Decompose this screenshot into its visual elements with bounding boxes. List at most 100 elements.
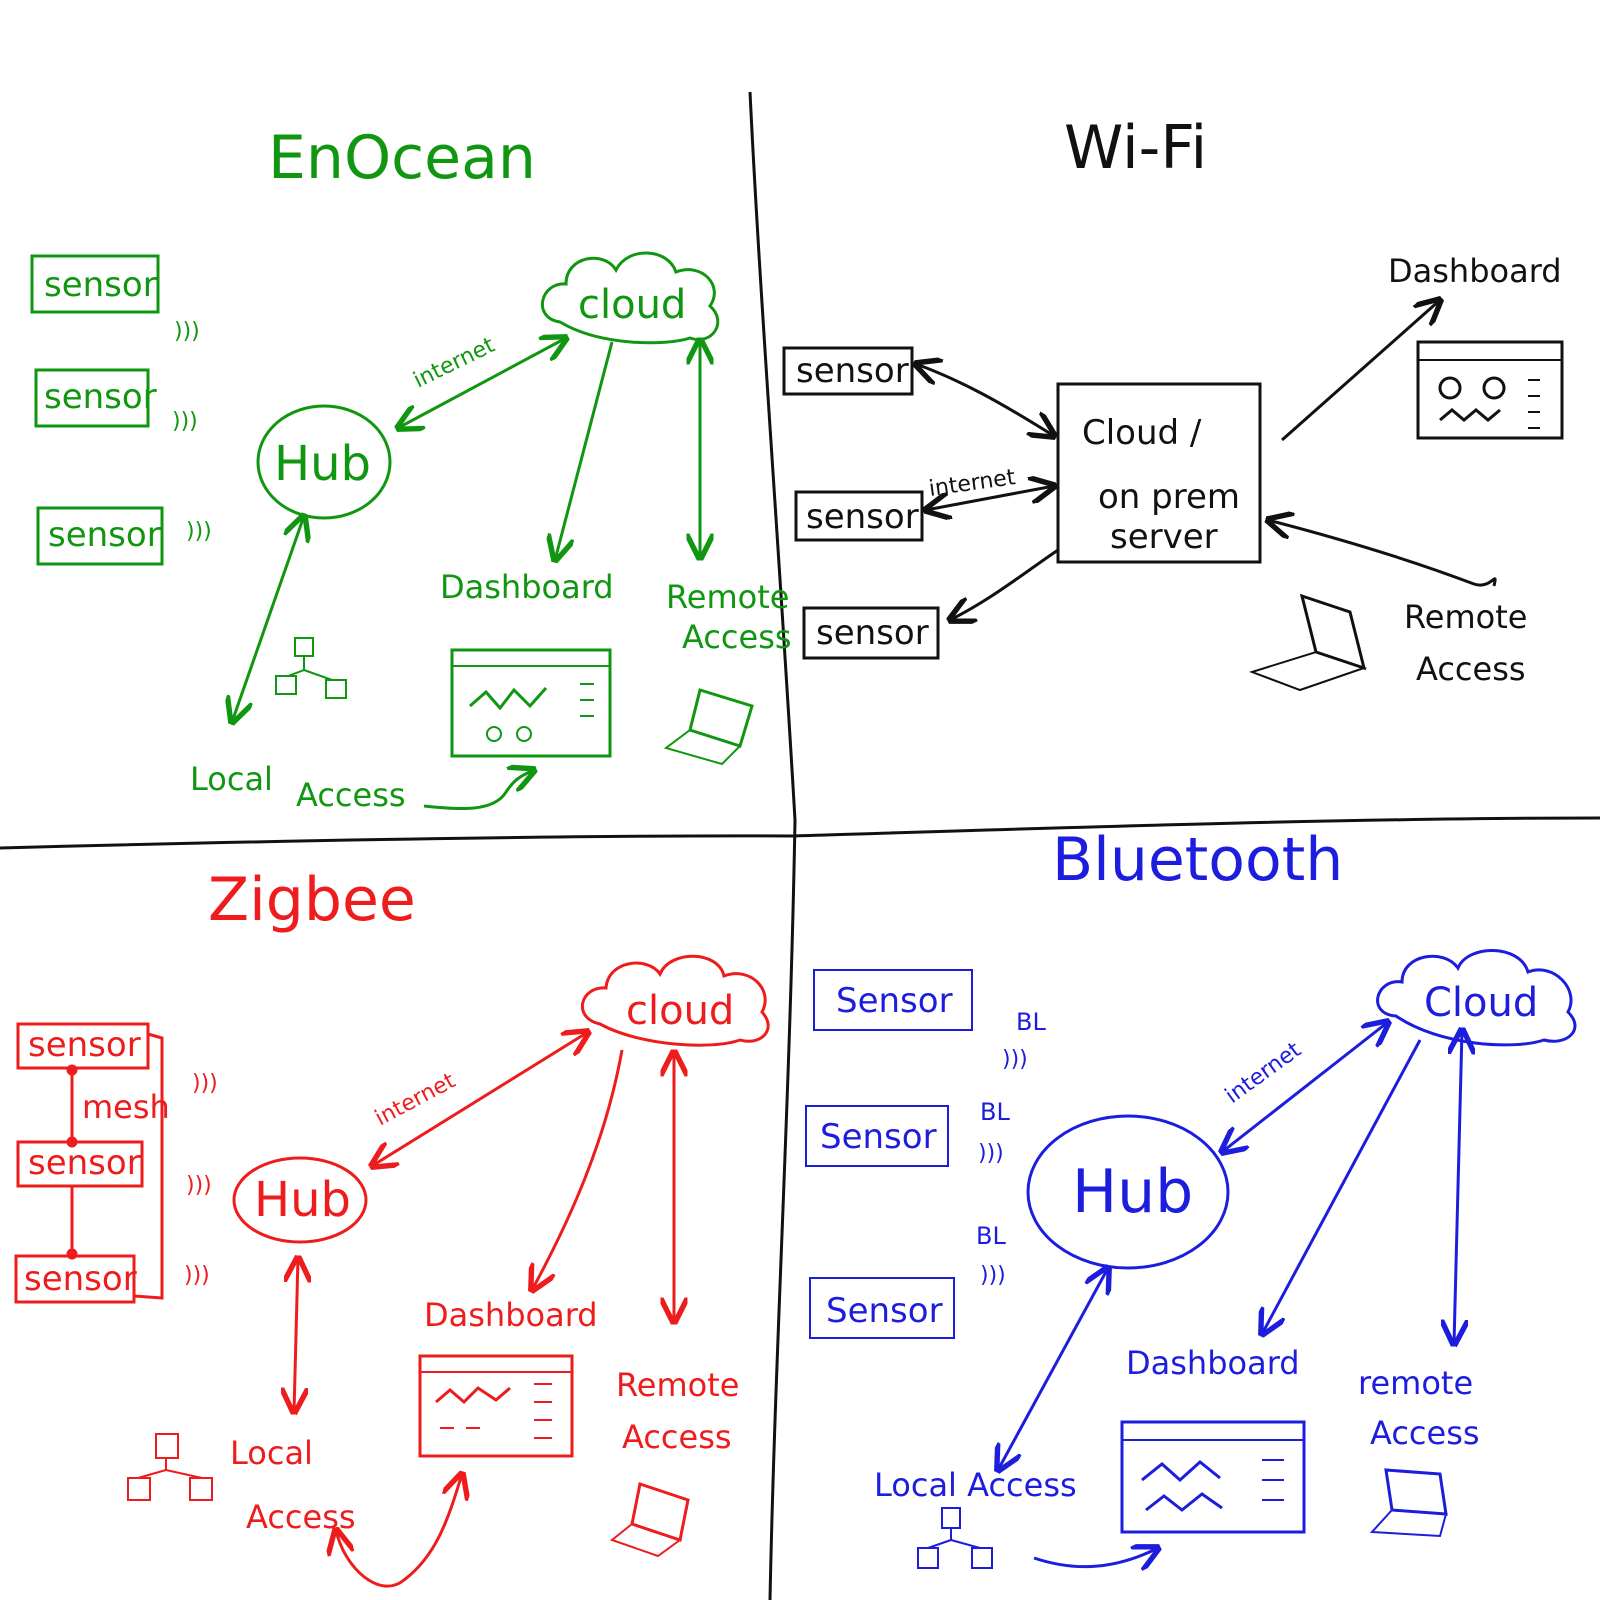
enocean-sensor-box xyxy=(36,506,164,566)
wifi-dashboard-icon xyxy=(1416,340,1564,440)
zigbee-waves: ))) xyxy=(192,1071,218,1096)
enocean-quadrant: EnOcean sensor sensor sensor ))) ))) )))… xyxy=(30,123,792,814)
zigbee-cloud-label: cloud xyxy=(626,988,734,1034)
zigbee-title: Zigbee xyxy=(208,865,416,935)
bluetooth-waves: ))) xyxy=(978,1141,1004,1166)
wifi-sensor-label: sensor xyxy=(816,613,929,653)
zigbee-waves: ))) xyxy=(186,1173,212,1198)
zigbee-remote-label: Remote xyxy=(616,1366,739,1404)
bluetooth-dashboard-label: Dashboard xyxy=(1126,1344,1300,1382)
enocean-cloud-dashboard-arrow xyxy=(555,341,614,560)
bluetooth-hub-label: Hub xyxy=(1072,1157,1193,1227)
wifi-sensor-server-arrow xyxy=(916,364,1054,436)
bluetooth-quadrant: Bluetooth Sensor Sensor Sensor BL BL BL … xyxy=(805,825,1577,1568)
bluetooth-remote-label: Access xyxy=(1370,1414,1480,1452)
laptop-icon xyxy=(630,1482,690,1542)
wifi-remote-label: Access xyxy=(1416,650,1526,688)
enocean-dashboard-icon xyxy=(450,648,612,758)
enocean-local-label: Local xyxy=(190,760,273,798)
zigbee-hub-local-arrow xyxy=(294,1258,298,1412)
zigbee-local-label: Access xyxy=(246,1498,356,1536)
enocean-internet-label: internet xyxy=(410,333,499,394)
bluetooth-sensor-box xyxy=(805,1105,949,1167)
enocean-waves: ))) xyxy=(174,319,200,344)
zigbee-internet-arrow xyxy=(372,1032,588,1166)
enocean-remote-label: Remote xyxy=(666,578,789,616)
zigbee-cloud-dashboard-arrow xyxy=(532,1049,624,1290)
enocean-remote-label: Access xyxy=(682,618,792,656)
bluetooth-hub-circle xyxy=(1026,1114,1230,1270)
zigbee-sensor-label: sensor xyxy=(24,1259,137,1299)
bluetooth-sensor-label: Sensor xyxy=(836,981,953,1021)
enocean-cloud-shape xyxy=(541,251,720,345)
laptop-icon xyxy=(1384,1468,1448,1516)
bluetooth-internet-label: internet xyxy=(1221,1037,1306,1109)
zigbee-sensor-label: sensor xyxy=(28,1143,141,1183)
bluetooth-cloud-shape xyxy=(1376,949,1577,1047)
enocean-cloud-label: cloud xyxy=(578,282,686,328)
enocean-waves: ))) xyxy=(172,409,198,434)
bluetooth-internet-arrow xyxy=(1222,1022,1388,1152)
enocean-title: EnOcean xyxy=(268,123,536,193)
bluetooth-local-dashboard-arrow xyxy=(1033,1548,1158,1567)
wifi-server-label: on prem xyxy=(1098,477,1240,517)
enocean-sensor-box xyxy=(34,368,150,428)
bluetooth-sensor-box xyxy=(813,969,973,1031)
zigbee-sensor-label: sensor xyxy=(28,1025,141,1065)
enocean-sensor-label: sensor xyxy=(48,515,161,555)
wifi-sensor-server-arrow xyxy=(926,486,1054,510)
bluetooth-remote-label: remote xyxy=(1358,1364,1473,1402)
quadrant-dividers xyxy=(0,91,1600,1600)
enocean-hub-circle xyxy=(256,404,392,520)
bluetooth-waves: ))) xyxy=(980,1263,1006,1288)
enocean-waves: ))) xyxy=(186,519,212,544)
wifi-sensor-label: sensor xyxy=(806,497,919,537)
wifi-remote-server-arrow xyxy=(1268,520,1497,587)
enocean-local-label: Access xyxy=(296,776,406,814)
zigbee-internet-label: internet xyxy=(371,1068,460,1131)
bluetooth-local-label: Local Access xyxy=(874,1466,1077,1504)
enocean-dashboard-label: Dashboard xyxy=(440,568,614,606)
zigbee-sensor-box xyxy=(16,1022,150,1070)
bluetooth-sensor-label: Sensor xyxy=(826,1291,943,1331)
wifi-dashboard-label: Dashboard xyxy=(1388,252,1562,290)
enocean-internet-arrow xyxy=(398,338,566,428)
zigbee-mesh-link xyxy=(133,1032,164,1300)
bluetooth-cloud-label: Cloud xyxy=(1424,980,1538,1026)
enocean-sensor-label: sensor xyxy=(44,265,157,305)
wifi-quadrant: Wi-Fi sensor sensor sensor Cloud / on pr… xyxy=(782,113,1564,692)
bluetooth-hub-local-arrow xyxy=(998,1268,1108,1470)
network-icon xyxy=(941,1507,961,1529)
bluetooth-bl-label: BL xyxy=(976,1222,1006,1250)
bluetooth-title: Bluetooth xyxy=(1052,825,1343,895)
enocean-sensor-label: sensor xyxy=(44,377,157,417)
bluetooth-sensor-label: Sensor xyxy=(820,1117,937,1157)
bluetooth-cloud-remote-arrow xyxy=(1454,1030,1462,1344)
zigbee-dashboard-label: Dashboard xyxy=(424,1296,598,1334)
network-icon xyxy=(294,637,314,657)
zigbee-remote-label: Access xyxy=(622,1418,732,1456)
zigbee-cloud-shape xyxy=(581,954,770,1047)
bluetooth-sensor-box xyxy=(809,1277,955,1339)
zigbee-hub-label: Hub xyxy=(254,1172,351,1228)
bluetooth-bl-label: BL xyxy=(980,1098,1010,1126)
wifi-remote-label: Remote xyxy=(1404,598,1527,636)
enocean-sensor-box xyxy=(30,254,160,314)
zigbee-quadrant: Zigbee sensor sensor sensor mesh ))) )))… xyxy=(14,865,770,1588)
wifi-server-box xyxy=(1056,382,1262,564)
enocean-hub-label: Hub xyxy=(274,436,371,492)
laptop-icon xyxy=(688,688,754,748)
wifi-sensor-server-arrow xyxy=(950,548,1059,620)
zigbee-local-label: Local xyxy=(230,1434,313,1472)
network-icon xyxy=(155,1433,179,1459)
bluetooth-waves: ))) xyxy=(1002,1047,1028,1072)
bluetooth-bl-label: BL xyxy=(1016,1008,1046,1036)
enocean-local-dashboard-arrow xyxy=(423,770,534,811)
zigbee-sensor-box xyxy=(16,1140,144,1188)
wifi-server-dashboard-arrow xyxy=(1281,300,1440,442)
bluetooth-dashboard-icon xyxy=(1120,1420,1306,1534)
zigbee-waves: ))) xyxy=(184,1263,210,1288)
zigbee-hub-circle xyxy=(232,1156,368,1244)
enocean-hub-local-arrow xyxy=(232,516,304,722)
